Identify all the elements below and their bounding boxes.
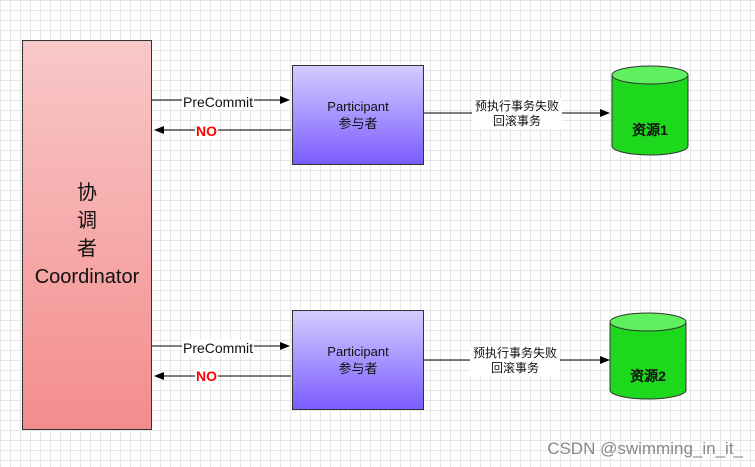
precommit-label-2: PreCommit	[182, 340, 255, 356]
participant-label-2: Participant	[327, 344, 389, 359]
coordinator-char-3: 者	[77, 238, 97, 260]
participant-sublabel-1: 参与者	[338, 116, 378, 131]
coordinator-char-1: 协	[77, 182, 97, 204]
rollback-label-1: 预执行事务失败 回滚事务	[472, 99, 562, 129]
rollback-line-2b: 回滚事务	[490, 361, 539, 375]
resource-label-2: 资源2	[630, 368, 666, 384]
coordinator-label: Coordinator	[34, 266, 140, 288]
no-label-2: NO	[195, 368, 218, 384]
no-label-1: NO	[195, 123, 218, 139]
participant-box-1: Participant 参与者	[292, 65, 424, 165]
rollback-line-1b: 回滚事务	[492, 114, 541, 128]
coordinator-box: 协 调 者 Coordinator	[22, 40, 152, 430]
precommit-label-1: PreCommit	[182, 94, 255, 110]
resource-cylinder-2	[609, 312, 687, 400]
resource-label-1: 资源1	[632, 122, 668, 138]
participant-label-1: Participant	[327, 99, 389, 114]
participant-box-2: Participant 参与者	[292, 310, 424, 410]
watermark: CSDN @swimming_in_it_	[547, 439, 743, 458]
resource-cylinder-1	[611, 65, 689, 156]
participant-sublabel-2: 参与者	[338, 361, 378, 376]
rollback-line-2a: 预执行事务失败	[472, 346, 557, 360]
rollback-label-2: 预执行事务失败 回滚事务	[470, 346, 560, 376]
coordinator-char-2: 调	[77, 210, 97, 232]
rollback-line-1a: 预执行事务失败	[474, 99, 559, 113]
